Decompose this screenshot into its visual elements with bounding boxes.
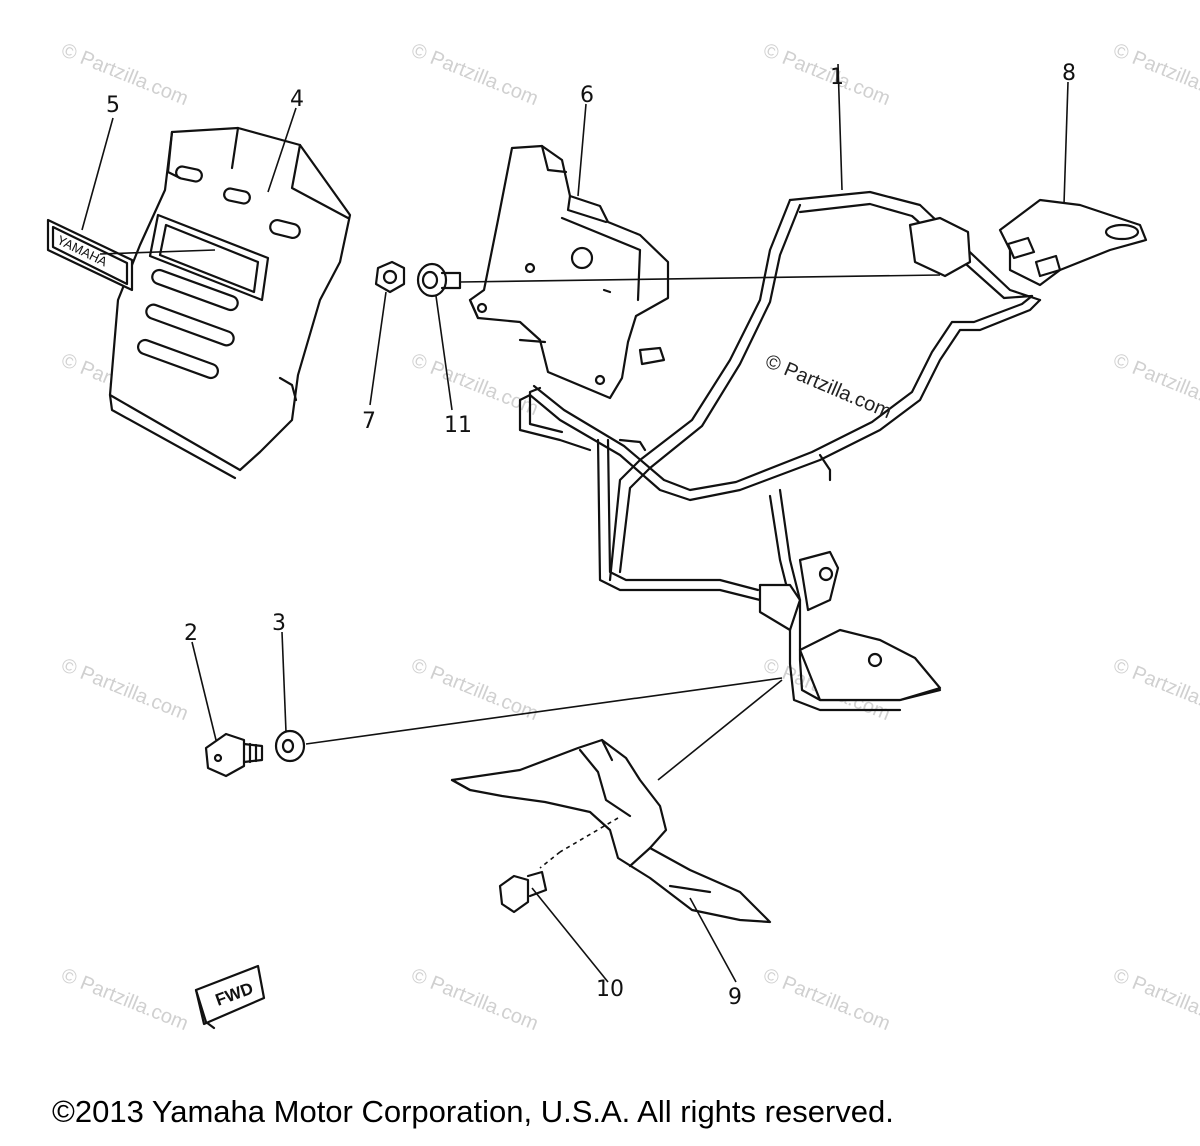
part-8-clamp [998,198,1148,287]
part-5-yamaha-emblem: YAMAHA [46,218,134,292]
callout-10: 10 [596,977,624,1002]
watermark: © Partzilla.com [58,39,191,110]
part-7-nut [374,260,406,294]
callout-9: 9 [728,985,742,1010]
copyright-notice: ©2013 Yamaha Motor Corporation, U.S.A. A… [52,1094,894,1129]
part-11-collar [416,262,462,298]
watermark: © Partzilla.com [760,39,893,110]
callout-2: 2 [184,621,198,646]
watermark: © Partzilla.com [1110,39,1200,110]
watermark: © Partzilla.com [1110,349,1200,420]
watermark: © Partzilla.com [408,349,541,420]
callout-7: 7 [362,409,376,434]
fwd-arrow-tag: FWD [194,964,266,1030]
part-1-bracket-frame [518,190,1042,712]
part-6-stay [468,144,670,400]
callout-6: 6 [580,83,594,108]
part-3-washer [274,729,306,763]
partzilla-watermark: © Partzilla.com [762,350,895,423]
callout-3: 3 [272,611,286,636]
part-4-front-cover [108,126,352,480]
callout-4: 4 [290,87,304,112]
callout-numbers: 1 2 3 4 5 6 7 8 9 10 11 [106,61,1076,1010]
part-2-bolt [204,732,264,778]
callout-1: 1 [830,65,844,90]
part-10-screw [498,870,548,914]
callout-5: 5 [106,93,120,118]
watermark: © Partzilla.com [408,964,541,1035]
watermark: © Partzilla.com [1110,964,1200,1035]
watermark: © Partzilla.com [760,964,893,1035]
callout-8: 8 [1062,61,1076,86]
watermark: © Partzilla.com [1110,654,1200,725]
watermark: © Partzilla.com [408,39,541,110]
watermark: © Partzilla.com [58,654,191,725]
watermark: © Partzilla.com [58,964,191,1035]
leader-lines [81,63,1069,983]
callout-11: 11 [444,413,472,438]
part-9-lower-guard [450,738,772,924]
